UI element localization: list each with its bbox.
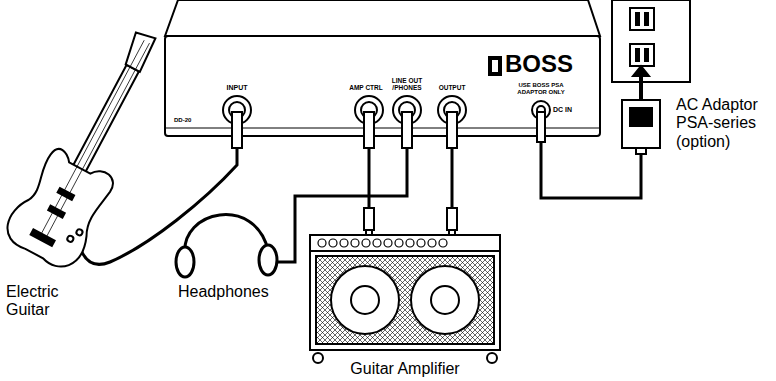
cables [81,142,641,264]
plugs [232,112,545,148]
jack-label: OUTPUT [439,84,466,91]
electric-guitar [0,18,187,275]
headphones [176,215,277,277]
wall-outlet [612,0,690,82]
guitar-amplifier [310,235,500,363]
logo-mark [488,56,502,76]
jack-label: LINE OUT /PHONES [387,77,427,92]
part-label: Guitar Amplifier [350,360,459,378]
jack-label: INPUT [227,84,248,92]
jack-label: USE BOSS PSA ADAPTOR ONLY [513,82,569,96]
part-label: Electric Guitar [6,283,78,320]
part-label: Headphones [178,283,269,301]
jack-label: DC IN [553,106,572,114]
brand-logo: BOSS [505,50,573,78]
pedal-housing [165,0,600,136]
jack-label: AMP CTRL [349,84,382,91]
jacks [223,96,550,124]
part-label: AC Adaptor PSA-series (option) [676,96,772,151]
amp-knobs [318,239,447,247]
ac-adaptor [622,66,660,154]
model-number: DD-20 [174,117,191,124]
